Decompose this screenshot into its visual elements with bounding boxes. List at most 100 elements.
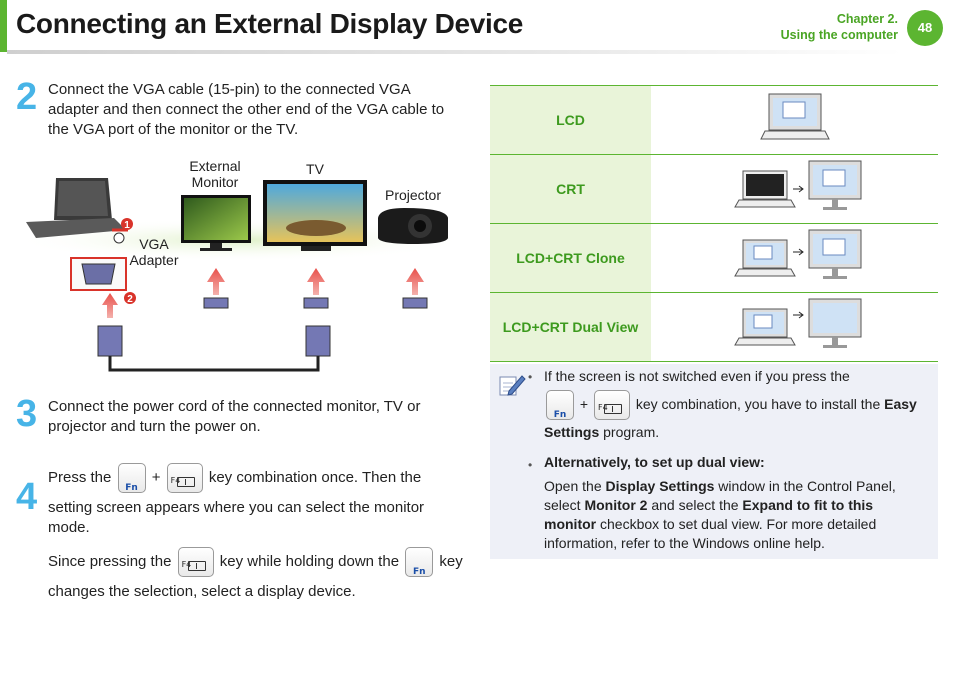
step-4-text: Press the Fn + F4 key combination once. … <box>48 462 473 602</box>
note-text-part: program. <box>599 424 660 440</box>
page-title: Connecting an External Display Device <box>16 8 524 39</box>
step-3-text: Connect the power cord of the connected … <box>48 397 468 437</box>
note-line: monitor checkbox to set dual view. For m… <box>544 515 928 534</box>
step-3-number: 3 <box>16 393 38 435</box>
step-2-line: adapter and then connect the other end o… <box>48 101 445 118</box>
note-line: Open the Display Settings window in the … <box>544 477 928 496</box>
note-box: • If the screen is not switched even if … <box>490 364 938 559</box>
crt-mode-image <box>734 160 862 210</box>
mode-image-cell <box>651 154 938 224</box>
step-3-line: Connect the power cord of the connected … <box>48 398 421 415</box>
note-text-bold: Expand to fit to this <box>742 497 874 513</box>
projector-label: Projector <box>384 187 442 203</box>
display-switch-icon <box>603 404 622 415</box>
note-line: select Monitor 2 and select the Expand t… <box>544 496 928 515</box>
fn-key-icon: Fn <box>117 463 146 494</box>
mode-image-cell <box>651 223 938 293</box>
step-4-text-part: Since pressing the <box>48 553 172 570</box>
note-text-bold: monitor <box>544 516 597 532</box>
vga-connectors <box>97 297 428 357</box>
f4-key-label: F4 <box>597 403 608 413</box>
step-4-number: 4 <box>16 476 38 518</box>
note-text-part: checkbox to set dual view. For more deta… <box>596 516 877 532</box>
step-2-text: Connect the VGA cable (15-pin) to the co… <box>48 80 468 140</box>
chapter-section: Using the computer <box>780 28 898 42</box>
plus-sign: + <box>151 469 161 486</box>
external-monitor-label: External Monitor <box>182 158 248 190</box>
step-4-line: Press the Fn + F4 key combination once. … <box>48 462 473 494</box>
marker-2: 2 <box>127 294 133 305</box>
display-switch-icon <box>187 561 206 572</box>
vga-adapter-label-line: VGA <box>139 236 169 252</box>
note-text-part: Open the <box>544 478 606 494</box>
f4-key-icon: F4 <box>593 390 630 421</box>
display-mode-table: LCD CRT <box>490 85 938 362</box>
step-4-text-part: key combination once. Then the <box>208 469 422 486</box>
note-text-bold: Display Settings <box>605 478 715 494</box>
note-line: If the screen is not switched even if yo… <box>544 368 850 384</box>
note-subheading: Alternatively, to set up dual view: <box>544 454 765 470</box>
step-2-line: Connect the VGA cable (15-pin) to the co… <box>48 81 411 98</box>
title-accent-bar <box>0 0 7 52</box>
vga-adapter-label: VGA Adapter <box>126 236 182 268</box>
clone-mode-image <box>734 229 862 279</box>
note-bullet: • <box>528 458 533 472</box>
note-item-2: Alternatively, to set up dual view: Open… <box>544 453 928 553</box>
note-line: Fn + F4 key combination, you have to ins… <box>544 388 928 421</box>
fn-key-label: Fn <box>125 483 138 494</box>
note-bullet: • <box>528 370 533 384</box>
note-text-part: and select the <box>647 497 743 513</box>
dual-view-mode-image <box>734 298 862 348</box>
external-monitor-label-line: Monitor <box>191 174 239 190</box>
display-switch-icon <box>176 477 195 488</box>
table-row: LCD <box>490 85 938 155</box>
step-2-line: the VGA port of the monitor or the TV. <box>48 121 299 138</box>
marker-1-circle <box>121 218 133 230</box>
note-text-part: key combination, you have to install the <box>635 396 885 412</box>
vga-port-marker <box>112 228 128 244</box>
connection-diagram: 1 2 External Monitor TV Projector <box>11 150 471 375</box>
note-text-part: window in the Control Panel, <box>714 478 896 494</box>
marker-2-circle <box>124 292 136 304</box>
note-text-bold: Monitor 2 <box>584 497 648 513</box>
mode-image-cell <box>651 292 938 362</box>
table-row: LCD+CRT Clone <box>490 223 938 293</box>
connection-arrows <box>102 268 424 318</box>
step-4-line: Since pressing the F4 key while holding … <box>48 546 473 578</box>
step-4-text-part: key while holding down the <box>219 553 400 570</box>
external-monitor-label-line: External <box>189 158 241 174</box>
f4-key-label: F4 <box>181 560 192 570</box>
fn-key-icon: Fn <box>405 547 434 578</box>
note-item-1: If the screen is not switched even if yo… <box>544 367 928 442</box>
note-pencil-icon <box>499 375 526 396</box>
mode-label: LCD+CRT Clone <box>490 223 651 293</box>
step-2-number: 2 <box>16 76 38 118</box>
fn-key-label: Fn <box>412 567 426 578</box>
mode-image-cell <box>651 85 938 155</box>
page-number-badge: 48 <box>907 10 943 46</box>
marker-1: 1 <box>124 220 130 231</box>
step-4-text-part: key <box>439 553 463 570</box>
step-4-line: changes the selection, select a display … <box>48 583 356 600</box>
note-text-bold: Easy <box>884 396 917 412</box>
note-text-part: select <box>544 497 585 513</box>
page-header: Connecting an External Display Device Ch… <box>0 0 954 56</box>
laptop-image <box>26 178 126 238</box>
tv-label: TV <box>306 161 324 177</box>
step-4-line: mode. <box>48 519 90 536</box>
connection-illustration: 1 2 <box>11 178 471 372</box>
plus-sign: + <box>579 396 589 412</box>
step-4-text-part: Press the <box>48 469 112 486</box>
mode-label: CRT <box>490 154 651 224</box>
f4-key-icon: F4 <box>177 547 214 578</box>
external-monitor-image <box>181 195 251 251</box>
chapter-number: Chapter 2. <box>836 12 898 26</box>
table-row: CRT <box>490 154 938 224</box>
note-line: Settings program. <box>544 423 928 442</box>
projector-image <box>378 208 448 244</box>
mode-label: LCD+CRT Dual View <box>490 292 651 362</box>
chapter-label: Chapter 2. Using the computer <box>781 11 898 43</box>
title-divider <box>7 50 902 54</box>
fn-key-icon: Fn <box>546 390 574 421</box>
vga-adapter-image <box>70 257 127 291</box>
